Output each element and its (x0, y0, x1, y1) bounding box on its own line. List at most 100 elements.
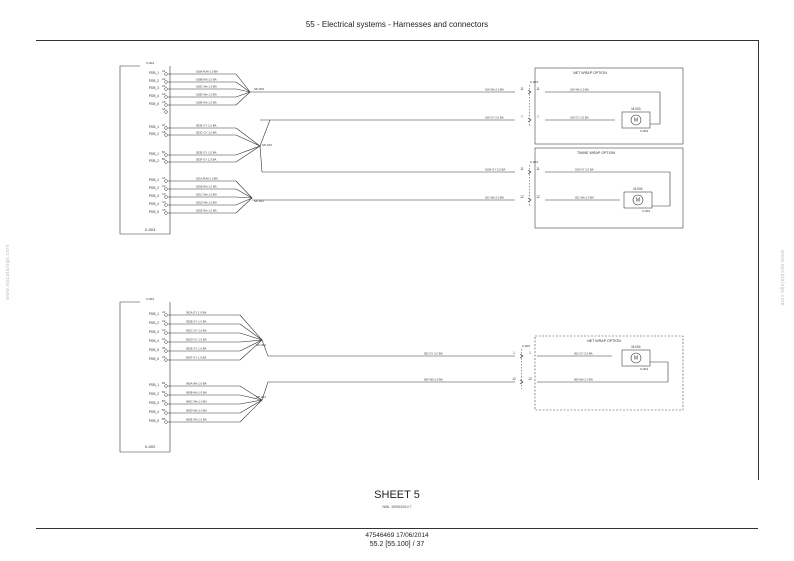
d2-netwrap-motor-symbol (630, 352, 642, 364)
d1-pin-number-11: C2 (162, 184, 166, 188)
d2-wire-label-8: 060C Wh 1.0 BA (186, 400, 207, 404)
d1-pin-label-1: PDB_2 (149, 79, 159, 83)
d2-splice-a-edge3 (239, 332, 263, 341)
d1-pin-label-7: PDB_2 (149, 132, 159, 136)
d1-netwrap-connector-label: X-003 (530, 80, 538, 84)
d1-netwrap-title: NET WRAP OPTION (573, 71, 607, 75)
d1-netwrap-connector-pin-left-0: 11 (520, 87, 524, 91)
d2-pin-label-1: PDB_2 (149, 321, 159, 325)
d1-pin-label-8: PDB_1 (149, 152, 159, 156)
d1-pin-label-13: PDB_4 (149, 202, 159, 206)
d1-pin-socket-4 (164, 103, 168, 107)
d1-twinewrap-connector-pin-right-0: 11 (536, 167, 540, 171)
d1-netwrap-connector-arrow-1 (527, 117, 532, 123)
d2-run-2 (261, 381, 515, 401)
d2-splice-b-edge3 (239, 399, 263, 405)
d1-pin-socket-11 (164, 187, 168, 191)
d1-wire-label-3: 018D Wh 1.0 BA (196, 93, 217, 97)
d1-wire-label-11: 021C Wh 1.0 BA (196, 193, 217, 197)
d1-pin-socket-10 (164, 179, 168, 183)
d2-wire-label-4: 052E GY 1.0 BA (186, 347, 207, 351)
header-rule (36, 40, 758, 41)
d2-pin-socket-2 (164, 331, 168, 335)
d1-splice-label-0: SP-003 (254, 87, 264, 91)
revision-note: NHIL 19/09/2014 7 (382, 505, 412, 509)
d1-pin-number-3: A4 (162, 92, 166, 96)
d1-connector-bottom-label: X-003 (145, 227, 156, 232)
d2-netwrap-motor-id: M-004 (631, 345, 640, 349)
d2-pin-number-6: B1 (162, 381, 166, 385)
d1-pin-label-3: PDB_4 (149, 94, 159, 98)
d2-pin-number-7: B2 (162, 390, 166, 394)
d2-pin-number-8: B3 (162, 399, 166, 403)
d2-wire-label-1: 052B GY 1.0 BA (186, 320, 207, 324)
d2-pin-number-0: A1 (162, 310, 166, 314)
d1-netwrap-connector-pin-right-0: 11 (536, 87, 540, 91)
d1-pin-number-1: A2 (162, 77, 166, 81)
d2-netwrap-motor-box (621, 349, 651, 367)
watermark-right: www.epcatalogs.com (779, 250, 785, 306)
d1-pin-label-11: PDB_2 (149, 186, 159, 190)
d2-pin-socket-4 (164, 349, 168, 353)
d2-pin-label-6: PDB_1 (149, 383, 159, 387)
d2-netwrap-connector-arrow-0 (519, 353, 524, 359)
d2-splice-label-1: SP-001 (256, 395, 266, 399)
d2-pin-socket-9 (164, 411, 168, 415)
d1-pin-number-10: C1 (162, 176, 166, 180)
d1-pin-socket-12 (164, 195, 168, 199)
d2-netwrap-motor-letter: M (634, 356, 638, 362)
d1-wire-label-12: 021D Wh 1.0 BA (196, 201, 217, 205)
d1-pin-socket-2 (164, 87, 168, 91)
d2-pin-number-2: A3 (162, 328, 166, 332)
d1-wire-label-9: 021A RdH 1.0 BA (196, 177, 218, 181)
d2-netwrap-connector-pin-left-0: 1 (513, 351, 515, 355)
page-title: 55 - Electrical systems - Harnesses and … (305, 20, 489, 29)
d2-pin-label-8: PDB_3 (149, 401, 159, 405)
d2-pin-label-0: PDB_1 (149, 312, 159, 316)
d2-splice-label-0: SP-002 (256, 343, 266, 347)
d1-splice-b-edge2 (235, 134, 261, 156)
d1-pin-number-7: A8 (162, 130, 166, 134)
d1-pin-socket-0 (164, 72, 168, 76)
d2-wire-label-2: 052C GY 1.0 BA (186, 329, 207, 333)
d1-pin-socket-3 (164, 95, 168, 99)
d2-netwrap-wire-return (650, 361, 669, 382)
d2-pin-socket-6 (164, 384, 168, 388)
d2-pin-label-5: PDB_6 (149, 357, 159, 361)
d2-splice-a-edge4 (239, 339, 263, 343)
d2-wire-label-6: 060A Wh 1.0 BA (186, 382, 207, 386)
d2-pin-label-9: PDB_4 (149, 410, 159, 414)
d1-twinewrap-wire-return (652, 172, 671, 207)
d1-pin-number-5: A6 (162, 107, 166, 111)
d2-run-1 (261, 339, 515, 357)
d1-wire-label-4: 018E Wh 1.0 BA (196, 101, 217, 105)
d2-pin-number-5: A6 (162, 355, 166, 359)
d2-pin-label-2: PDB_3 (149, 330, 159, 334)
d1-pin-number-4: A5 (162, 100, 166, 104)
d1-run-label-2: 019A GY 2.0 BA (485, 168, 505, 172)
d1-twinewrap-connector-arrow-1 (527, 197, 532, 203)
d1-twinewrap-motor-box (623, 191, 653, 209)
d2-pin-number-9: B4 (162, 408, 166, 412)
d1-twinewrap-connector-arrow-0 (527, 169, 532, 175)
d1-pin-socket-5 (164, 110, 168, 114)
d2-connector-bottom-label: X-002 (145, 444, 156, 449)
d2-pin-number-3: A4 (162, 337, 166, 341)
d2-wire-label-7: 060B Wh 1.0 BA (186, 391, 207, 395)
d1-wire-label-2: 018C Wh 1.0 BA (196, 85, 217, 89)
d1-pin-label-4: PDB_5 (149, 102, 159, 106)
d1-pin-number-12: C3 (162, 192, 166, 196)
d1-netwrap-motor-letter: M (634, 118, 638, 124)
d1-twinewrap-connector-pin-right-1: 12 (536, 195, 540, 199)
d1-wire-label-7: 053E GY 1.0 BA (196, 151, 217, 155)
d1-wire-label-8: 053F GY 1.0 BA (196, 158, 216, 162)
d1-netwrap-wire-label-2: 019 GY 2.0 BA (570, 116, 589, 120)
d1-netwrap-wire-label-1: 016 Wh 2.0 BA (570, 88, 589, 92)
d1-connector-body (119, 65, 171, 235)
page-number: 55.2 [55.100] / 37 (369, 541, 425, 548)
d1-netwrap-motor-box (621, 111, 651, 129)
d1-netwrap-connector-arrow-0 (527, 89, 532, 95)
d1-wire-label-6: 053C GY 1.0 BA (196, 131, 217, 135)
d1-pin-socket-7 (164, 133, 168, 137)
